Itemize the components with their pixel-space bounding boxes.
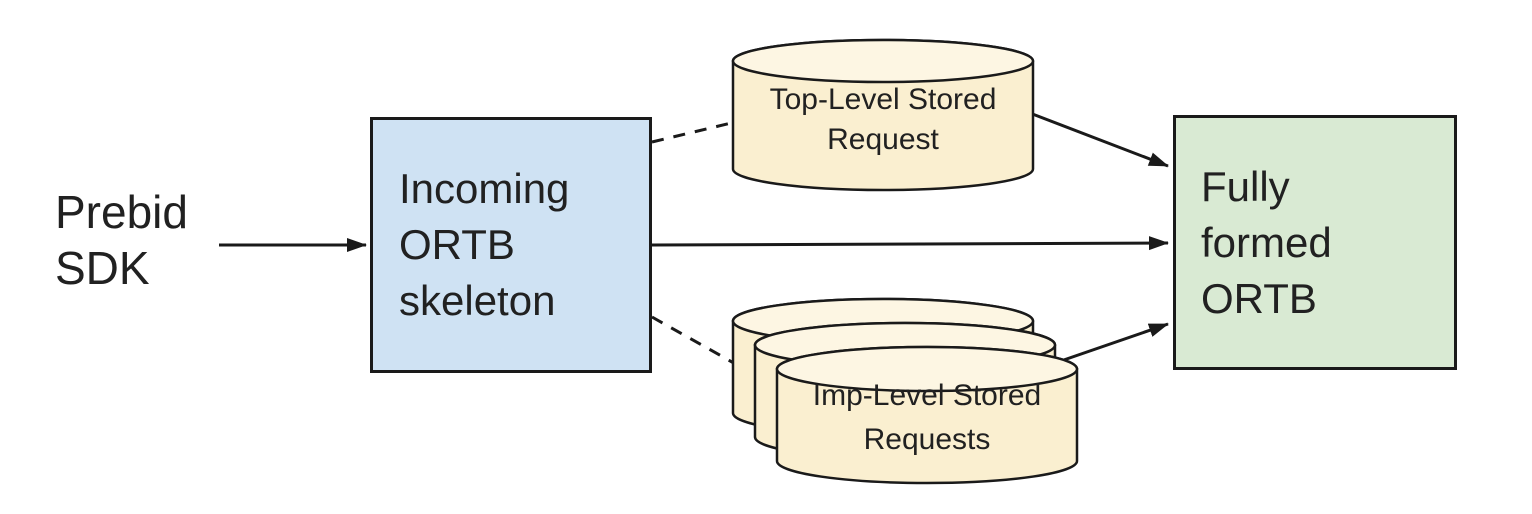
top-level-stored-request-cylinder bbox=[731, 38, 1035, 192]
cylinder-top-ellipse bbox=[731, 38, 1035, 84]
imp-level-stored-requests-label: Imp-Level Stored Requests bbox=[777, 374, 1077, 462]
top-level-stored-request-label-line2: Request bbox=[827, 123, 939, 156]
prebid-sdk-label-line2: SDK bbox=[55, 242, 150, 294]
dashed-link-incoming-to-top-stored bbox=[651, 117, 749, 144]
incoming-ortb-skeleton-label-line2: ORTB bbox=[399, 221, 515, 268]
top-level-stored-request-label-line1: Top-Level Stored bbox=[769, 83, 997, 116]
imp-level-stored-requests-label-line1: Imp-Level Stored bbox=[812, 379, 1042, 412]
arrow-incoming-to-fully-formed bbox=[651, 236, 1169, 251]
prebid-sdk-label: Prebid SDK bbox=[55, 184, 188, 296]
fully-formed-ortb-label-line1: Fully bbox=[1201, 162, 1290, 210]
arrow-imp-stored-to-fully-formed bbox=[1054, 322, 1169, 365]
stack-cylinder-front bbox=[775, 345, 1079, 485]
incoming-ortb-skeleton-label-line1: Incoming bbox=[399, 165, 570, 212]
imp-level-stored-requests-label-line2: Requests bbox=[863, 423, 991, 456]
fully-formed-ortb-box: Fully formed ORTB bbox=[1173, 115, 1457, 370]
incoming-ortb-skeleton-label-line3: skeleton bbox=[399, 277, 556, 324]
top-level-stored-request-label: Top-Level Stored Request bbox=[733, 80, 1033, 160]
arrow-top-stored-to-fully-formed bbox=[1021, 108, 1169, 168]
fully-formed-ortb-label-line2: formed bbox=[1201, 218, 1332, 266]
incoming-ortb-skeleton-box: Incoming ORTB skeleton bbox=[370, 117, 652, 373]
prebid-sdk-label-line1: Prebid bbox=[55, 186, 188, 238]
fully-formed-ortb-label-line3: ORTB bbox=[1201, 274, 1317, 322]
imp-level-stored-requests-cylinder-stack bbox=[731, 297, 1079, 485]
